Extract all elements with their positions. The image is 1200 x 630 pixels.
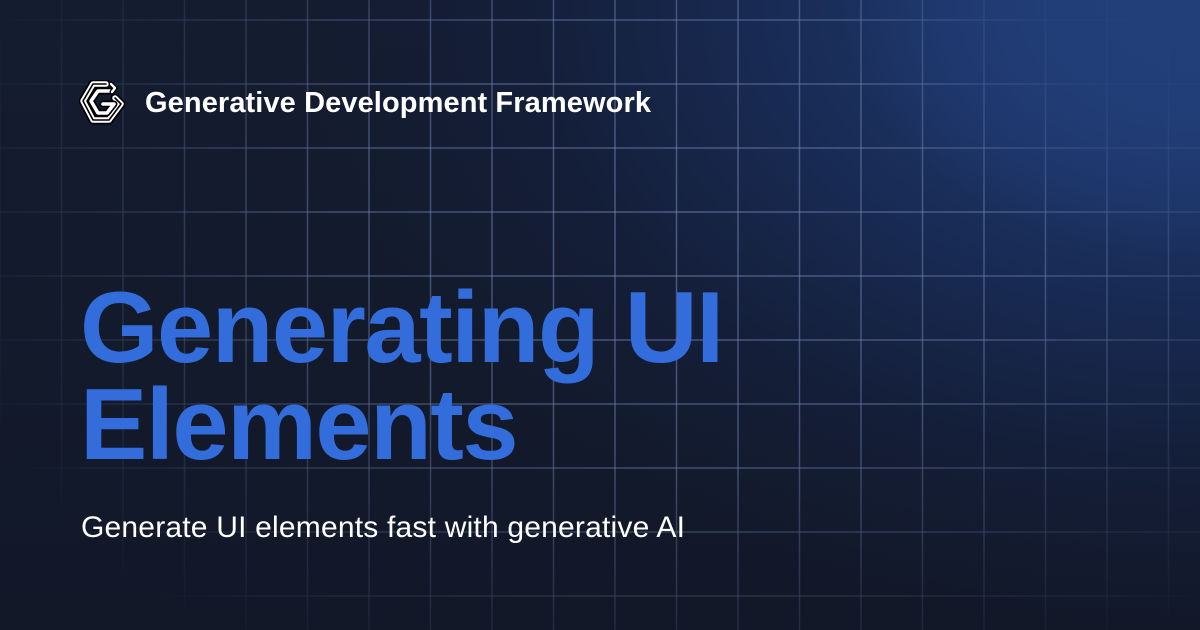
hexagonal-g-logo-icon [79,80,125,125]
page-title: Generating UI Elements [80,278,724,476]
title-line-1: Generating UI [80,272,724,384]
title-line-2: Elements [80,369,519,481]
brand-header: Generative Development Framework [79,80,651,126]
page-subtitle: Generate UI elements fast with generativ… [81,511,686,544]
brand-name: Generative Development Framework [145,87,652,119]
